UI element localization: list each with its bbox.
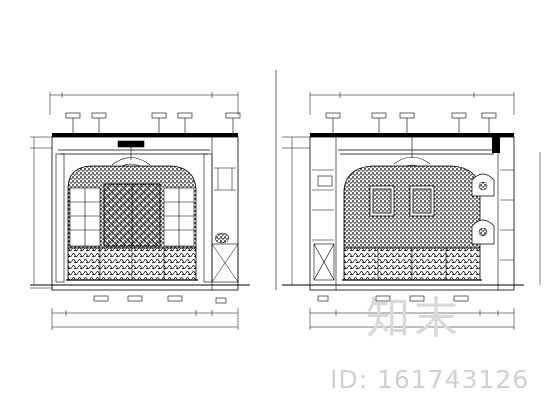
- right-elevation: [282, 92, 541, 330]
- left-elevation: [30, 92, 250, 330]
- watermark-id: ID: 161743126: [330, 365, 530, 394]
- watermark-brand: 知末: [366, 293, 462, 344]
